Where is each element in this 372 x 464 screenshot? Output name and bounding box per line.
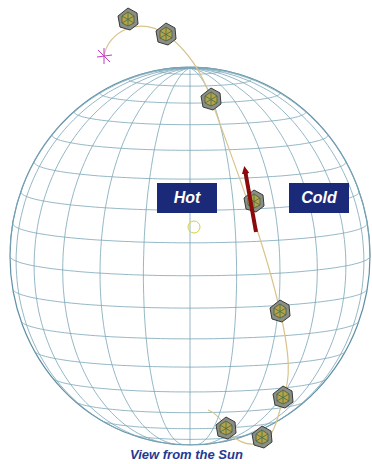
grid-line bbox=[190, 67, 208, 69]
grid-line bbox=[190, 68, 237, 445]
grid-line bbox=[10, 68, 190, 249]
grid-line bbox=[190, 68, 280, 445]
box-label: Cold bbox=[289, 188, 349, 208]
grid-line bbox=[190, 68, 191, 445]
grid-line bbox=[34, 68, 190, 442]
grid-line bbox=[100, 68, 190, 445]
grid-line bbox=[190, 68, 317, 444]
grid-line bbox=[190, 67, 199, 69]
grid-line bbox=[143, 68, 190, 445]
grid-line bbox=[16, 68, 190, 430]
grid-line bbox=[190, 68, 346, 442]
box-label: Hot bbox=[157, 188, 217, 208]
grid-line bbox=[190, 68, 364, 430]
grid-line bbox=[190, 67, 195, 69]
grid-line bbox=[190, 68, 370, 256]
grid-line bbox=[190, 68, 217, 69]
sphere-outline bbox=[10, 67, 370, 445]
label-box: Cold bbox=[289, 183, 349, 213]
label-box: Hot bbox=[157, 183, 217, 213]
caption: View from the Sun bbox=[130, 447, 243, 462]
grid-line bbox=[63, 68, 190, 444]
